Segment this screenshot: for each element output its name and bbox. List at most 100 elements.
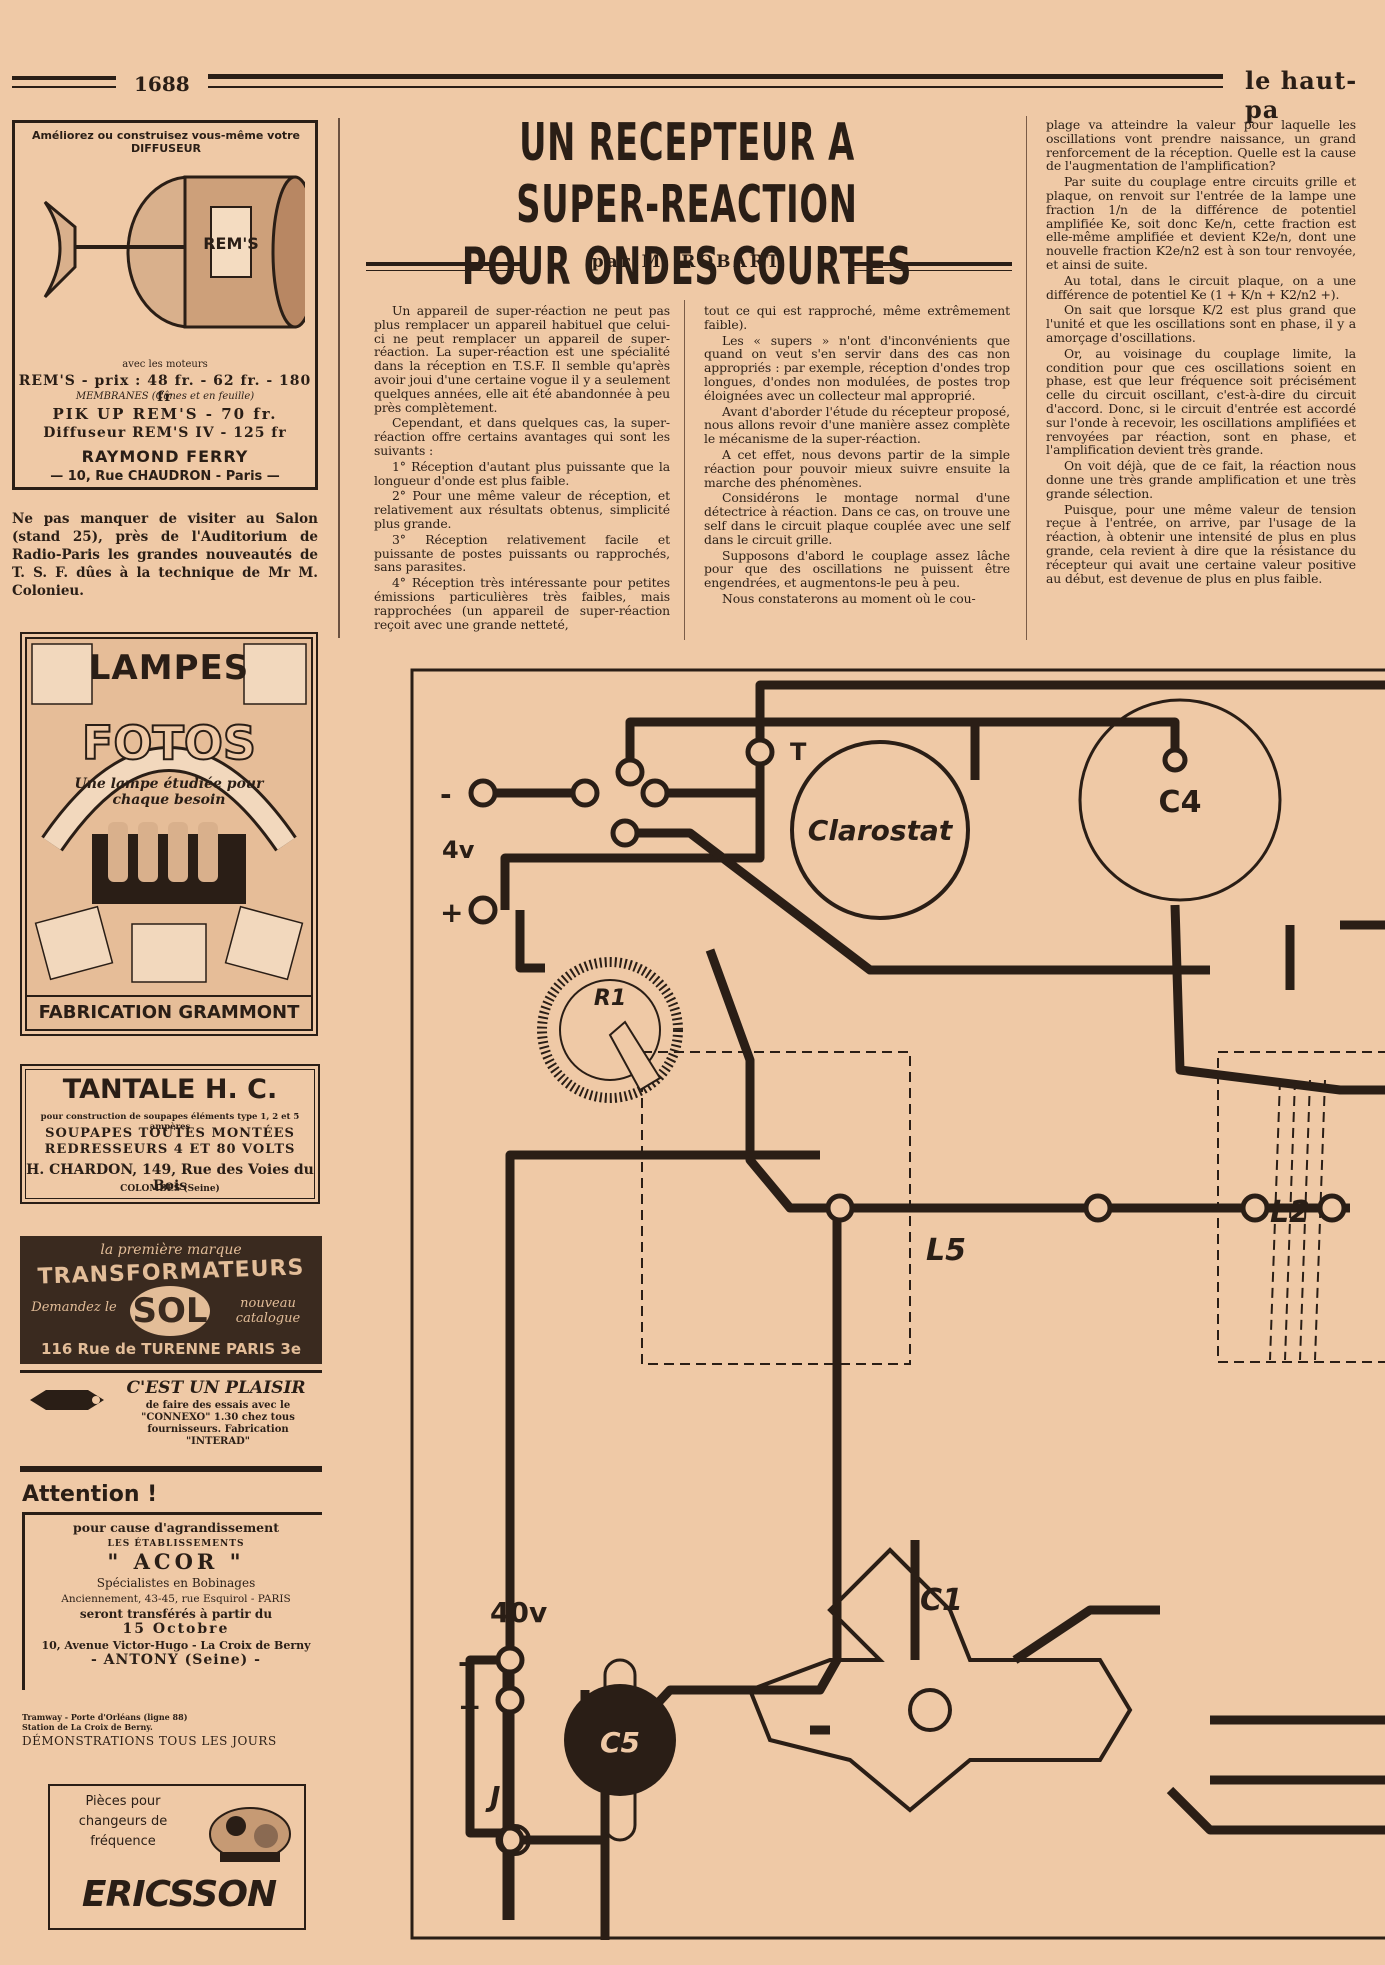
column-rule-1 — [684, 300, 685, 640]
acor-line7: 10, Avenue Victor-Hugo - La Croix de Ber… — [41, 1639, 311, 1652]
tantale-line5: COLOMBES (Seine) — [120, 1184, 220, 1194]
article-byline: par M. ROBART — [591, 252, 783, 272]
r1-symbol — [537, 957, 683, 1103]
col3-para: Par suite du couplage entre circuits gri… — [1046, 174, 1356, 272]
acor-line8: - ANTONY (Seine) - — [91, 1652, 261, 1668]
ericsson-line1: Pièces pour — [85, 1794, 161, 1809]
article-column-2: tout ce qui est rapproché, même extrêmem… — [704, 304, 1010, 608]
fotos-brand: FOTOS — [81, 715, 257, 771]
col3-para: Puisque, pour une même valeur de tension… — [1046, 501, 1356, 586]
rems-membranes: MEMBRANES (Cônes et en feuille) — [75, 391, 255, 402]
speaker-motor-illustration: REM'S — [43, 175, 305, 329]
publication-name: le haut-pa — [1245, 66, 1358, 124]
label-l2: L2 — [1270, 1195, 1310, 1230]
label-clarostat: Clarostat — [808, 814, 954, 847]
connexo-title: C'EST UN PLAISIR — [126, 1378, 306, 1398]
svg-text:REM'S: REM'S — [203, 234, 259, 253]
j-symbol — [499, 1824, 531, 1856]
label-c4: C4 — [1159, 785, 1202, 820]
col3-para: plage va atteindre la valeur pour laquel… — [1046, 117, 1356, 174]
wiring-diagram: T - + 4v Clarostat C4 R1 L5 L2 - 40v + C… — [410, 668, 1385, 1940]
acor-line4: Anciennement, 43-45, rue Esquirol - PARI… — [61, 1593, 291, 1605]
fotos-slogan: Une lampe étudiée pour chaque besoin — [74, 776, 264, 808]
ericsson-brand: ERICSSON — [81, 1874, 277, 1915]
col1-para: 3° Réception relativement facile et puis… — [374, 531, 670, 575]
coil-outlines — [641, 1051, 1385, 1365]
c5-symbol — [564, 1684, 676, 1796]
c1-symbol — [747, 1547, 1133, 1813]
header-rule-main — [208, 74, 1223, 79]
header-rule-main-thin — [208, 86, 1223, 88]
diagram-frame — [410, 668, 1385, 1940]
header-rule-left-thin — [12, 86, 116, 88]
clarostat-symbol — [790, 740, 970, 920]
terminals — [468, 737, 1347, 1855]
col2-para: A cet effet, nous devons partir de la si… — [704, 446, 1010, 490]
acor-line10: Station de La Croix de Berny. — [22, 1722, 153, 1732]
fotos-illustration — [25, 637, 313, 1031]
label-c1: C1 — [920, 1583, 963, 1618]
sol-left: Demandez le — [31, 1300, 117, 1315]
label-40v: 40v — [490, 1596, 547, 1629]
label-r1: R1 — [594, 986, 626, 1011]
rems-price-line: REM'S - prix : 48 fr. - 62 fr. - 180 fr — [18, 373, 312, 405]
rems-address: — 10, Rue CHAUDRON - Paris — — [50, 469, 280, 484]
rems-company: RAYMOND FERRY — [81, 447, 249, 466]
label-minus-1: - — [440, 778, 452, 811]
article-title: UN RECEPTEUR A SUPER-REACTION POUR ONDES… — [446, 112, 928, 298]
ad-tantale: TANTALE H. C. pour construction de soupa… — [20, 1064, 320, 1204]
col2-para: Les « supers » n'ont d'inconvénients que… — [704, 332, 1010, 403]
byline-rule-left — [366, 262, 526, 266]
tantale-line2: SOUPAPES TOUTES MONTÉES — [45, 1126, 295, 1141]
article-column-1: Un appareil de super-réaction ne peut pa… — [374, 304, 670, 633]
acor-line3: Spécialistes en Bobinages — [96, 1576, 256, 1590]
tantale-line4: H. CHARDON, 149, Rue des Voies du Bois — [26, 1162, 314, 1194]
acor-brand: " ACOR " — [107, 1549, 245, 1574]
label-plus-2: + — [458, 1690, 481, 1723]
tantale-line3: REDRESSEURS 4 ET 80 VOLTS — [44, 1142, 296, 1157]
rems-pikup: PIK UP REM'S - 70 fr. — [52, 405, 278, 423]
sol-line2: TRANSFORMATEURS — [37, 1255, 305, 1290]
article-title-line1: UN RECEPTEUR A SUPER-REACTION — [516, 113, 858, 235]
article-column-3: plage va atteindre la valeur pour laquel… — [1046, 118, 1356, 587]
ericsson-line3: fréquence — [90, 1834, 156, 1849]
fotos-footer: FABRICATION GRAMMONT — [38, 1002, 300, 1023]
ad-sol: la première marque TRANSFORMATEURS SOL D… — [20, 1236, 322, 1364]
sol-address: 116 Rue de TURENNE PARIS 3e — [40, 1340, 302, 1358]
acor-line11: DÉMONSTRATIONS TOUS LES JOURS — [22, 1734, 277, 1748]
col3-para: On voit déjà, que de ce fait, la réactio… — [1046, 458, 1356, 501]
label-c5: C5 — [600, 1726, 640, 1759]
col2-para: Considérons le montage normal d'une déte… — [704, 490, 1010, 547]
col2-para: Nous constaterons au moment où le cou- — [722, 590, 976, 606]
acor-left-bar — [22, 1512, 25, 1690]
col1-para: 4° Réception très intéressante pour peti… — [374, 575, 670, 632]
col3-para: On sait que lorsque K/2 est plus grand q… — [1046, 302, 1356, 345]
connexo-text: de faire des essais avec le "CONNEXO" 1.… — [141, 1400, 295, 1447]
column-rule-2 — [1026, 116, 1027, 640]
ad-rems: Améliorez ou construisez vous-même votre… — [12, 120, 318, 490]
col3-para: Au total, dans le circuit plaque, on a u… — [1046, 272, 1356, 302]
ericsson-device-icon — [209, 1807, 291, 1862]
label-l5: L5 — [926, 1233, 966, 1268]
col1-para: Un appareil de super-réaction ne peut pa… — [374, 303, 670, 415]
acor-line6: 15 Octobre — [122, 1621, 230, 1637]
acor-line2: LES ÉTABLISSEMENTS — [107, 1539, 245, 1549]
sol-rule — [20, 1370, 322, 1373]
connexo-rule — [20, 1466, 322, 1472]
fotos-title: LAMPES — [88, 648, 250, 688]
ad-acor: pour cause d'agrandissement LES ÉTABLISS… — [30, 1520, 322, 1668]
acor-line9: Tramway - Porte d'Orléans (ligne 88) — [22, 1712, 188, 1722]
connexo-plug-icon — [30, 1390, 104, 1410]
acor-line5: seront transférés à partir du — [79, 1607, 273, 1621]
page-number: 1688 — [134, 72, 190, 96]
acor-line1: pour cause d'agrandissement — [73, 1520, 279, 1535]
sol-brand: SOL — [130, 1286, 210, 1336]
col1-para: 2° Pour une même valeur de réception, et… — [374, 488, 670, 531]
col2-para: Supposons d'abord le couplage assez lâch… — [704, 547, 1010, 591]
label-j: J — [485, 1780, 500, 1813]
tantale-line1: pour construction de soupapes éléments t… — [40, 1112, 300, 1132]
byline-rule-left-thin — [366, 270, 526, 271]
label-plus-1: + — [440, 896, 463, 929]
salon-notice: Ne pas manquer de visiter au Salon (stan… — [12, 511, 318, 599]
article-title-line2: POUR ONDES COURTES — [461, 237, 913, 297]
